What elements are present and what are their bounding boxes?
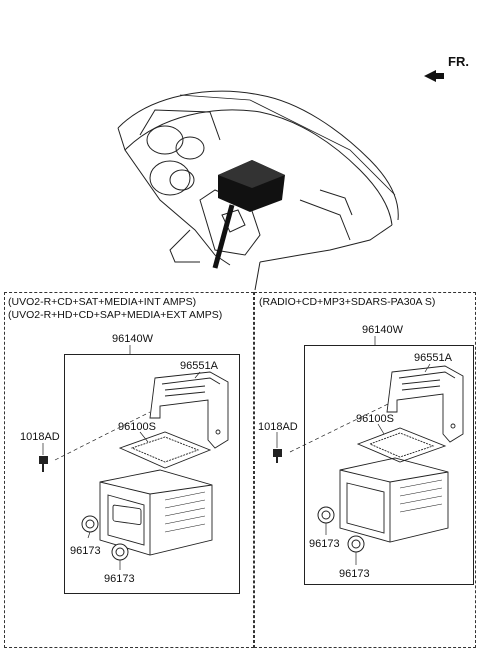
right-assembly-part-label: 96140W (362, 324, 403, 336)
right-header-line-1: (RADIO+CD+MP3+SDARS-PA30A S) (259, 296, 436, 308)
right-knob-a-part-label: 96173 (309, 538, 340, 550)
front-direction-label: FR. (448, 54, 469, 69)
right-knob-b-part-label: 96173 (339, 568, 370, 580)
left-unit-part-label: 96100S (118, 421, 156, 433)
right-panel-frame (254, 292, 476, 648)
left-assembly-part-label: 96140W (112, 333, 153, 345)
right-unit-part-label: 96100S (356, 413, 394, 425)
label-leader-lines (42, 336, 431, 570)
left-bracket-part-label: 96551A (180, 360, 218, 372)
left-panel-frame (4, 292, 254, 648)
left-knob-b-icon (111, 543, 129, 561)
left-assembly-drawing (54, 371, 229, 556)
left-knob-a-icon (81, 515, 99, 533)
right-screw-part-label: 1018AD (258, 421, 298, 433)
front-direction-arrow-icon (424, 70, 444, 82)
head-unit-location-block (218, 160, 285, 212)
right-assembly-drawing (289, 365, 464, 543)
left-screw-part-label: 1018AD (20, 431, 60, 443)
left-header-line-2: (UVO2-R+HD+CD+SAP+MEDIA+EXT AMPS) (8, 309, 223, 321)
right-bracket-part-label: 96551A (414, 352, 452, 364)
right-screw-icon (273, 449, 282, 463)
left-header-line-1: (UVO2-R+CD+SAT+MEDIA+INT AMPS) (8, 296, 197, 308)
left-knob-b-part-label: 96173 (104, 573, 135, 585)
left-assembly-box (64, 354, 240, 594)
left-screw-icon (39, 456, 48, 472)
leader-line (212, 204, 235, 269)
right-assembly-box (304, 345, 474, 585)
left-knob-a-part-label: 96173 (70, 545, 101, 557)
